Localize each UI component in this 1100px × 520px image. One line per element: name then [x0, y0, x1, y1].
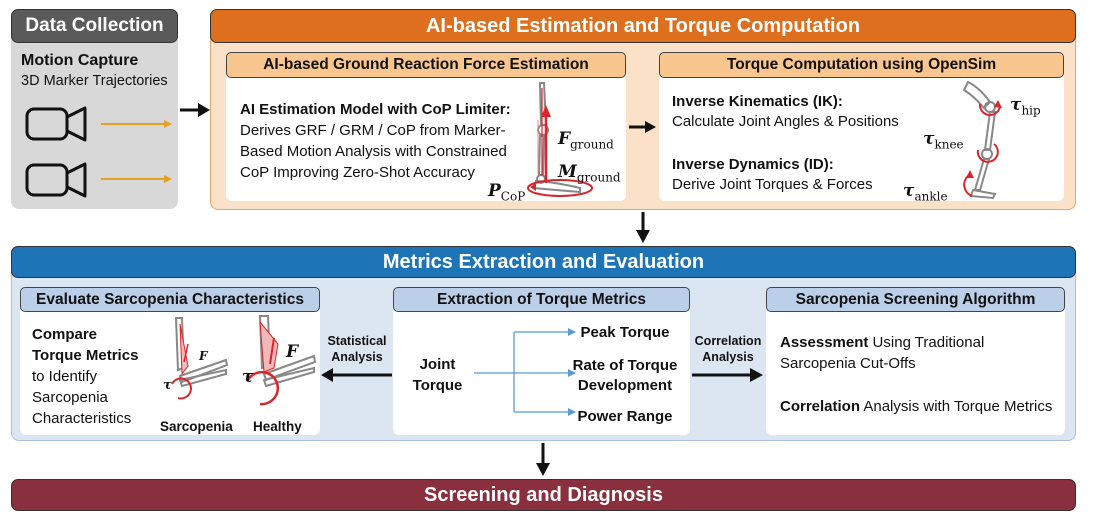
- evaluate-line3: to Identify: [32, 368, 98, 385]
- arrow-to-screening-diagnosis: [536, 443, 550, 476]
- moment-icon: [527, 179, 593, 197]
- rate-torque-line1: Rate of Torque: [572, 357, 678, 374]
- assessment-line2: Sarcopenia Cut-Offs: [780, 355, 916, 372]
- arrow-to-screening: [692, 368, 763, 382]
- screening-title: Sarcopenia Screening Algorithm: [766, 287, 1065, 312]
- evaluate-line4: Sarcopenia: [32, 389, 108, 406]
- p-cop-label: PCoP: [488, 181, 526, 204]
- model-desc-2: Based Motion Analysis with Constrained: [240, 143, 507, 160]
- statistical-line1: Statistical: [327, 334, 387, 348]
- evaluate-line2: Torque Metrics: [32, 347, 139, 364]
- tau-ankle-label: τankle: [903, 181, 948, 204]
- healthy-tau-label: τ: [242, 367, 254, 387]
- knee-torque-icon: [976, 143, 999, 163]
- model-desc-1: Derives GRF / GRM / CoP from Marker-: [240, 122, 506, 139]
- correlation-line1: Correlation: [694, 334, 762, 348]
- motion-capture-label: Motion Capture: [21, 52, 139, 69]
- force-arrow-icon: [269, 337, 275, 365]
- camera-icon-1: [25, 106, 87, 142]
- ik-title: Inverse Kinematics (IK):: [672, 93, 843, 110]
- estimation-title: AI-based Estimation and Torque Computati…: [210, 9, 1076, 43]
- rate-torque-line2: Development: [577, 377, 673, 394]
- camera-icons: [25, 106, 172, 198]
- screening-diagnosis-title: Screening and Diagnosis: [11, 479, 1076, 511]
- sarcopenia-leg-icon: [171, 317, 228, 400]
- tau-hip-label: τhip: [1010, 95, 1041, 118]
- id-desc: Derive Joint Torques & Forces: [672, 176, 873, 193]
- evaluate-line5: Characteristics: [32, 410, 132, 427]
- arrow-to-torque: [629, 121, 656, 133]
- tau-knee-label: τknee: [923, 129, 964, 152]
- healthy-f-label: F: [286, 342, 299, 362]
- arrow-to-evaluate: [321, 368, 392, 382]
- power-range-label: Power Range: [577, 408, 673, 425]
- m-ground-label: Mground: [558, 162, 621, 185]
- model-title: AI Estimation Model with CoP Limiter:: [240, 101, 511, 118]
- leg-skeleton-grf: [527, 82, 593, 197]
- extraction-title: Extraction of Torque Metrics: [393, 287, 690, 312]
- leg-skeleton-opensim: [962, 80, 1002, 200]
- camera-icon-2: [25, 162, 87, 198]
- metrics-title: Metrics Extraction and Evaluation: [11, 246, 1076, 278]
- evaluate-title: Evaluate Sarcopenia Characteristics: [20, 287, 320, 312]
- peak-torque-label: Peak Torque: [580, 324, 670, 341]
- id-title: Inverse Dynamics (ID):: [672, 156, 834, 173]
- force-arrow-icon: [183, 343, 189, 363]
- metric-branch-arrows: [474, 328, 576, 416]
- correlation-line2: Analysis: [702, 350, 754, 364]
- model-desc-3: CoP Improving Zero-Shot Accuracy: [240, 164, 475, 181]
- ik-desc: Calculate Joint Angles & Positions: [672, 113, 899, 130]
- statistical-line2: Analysis: [331, 350, 383, 364]
- ankle-torque-icon: [963, 175, 973, 197]
- grf-panel-title: AI-based Ground Reaction Force Estimatio…: [226, 52, 626, 78]
- sarcopenia-f-label: F: [199, 349, 208, 363]
- arrow-to-metrics: [636, 212, 650, 243]
- healthy-leg-icon: [246, 315, 317, 406]
- hip-torque-icon: [978, 103, 1001, 116]
- assessment-line1: Assessment Using Traditional: [780, 334, 985, 351]
- data-collection-title: Data Collection: [11, 9, 178, 43]
- torque-panel-title: Torque Computation using OpenSim: [659, 52, 1064, 78]
- arrow-to-estimation: [180, 103, 210, 117]
- evaluate-line1: Compare: [32, 326, 98, 343]
- correlation-metrics-line: Correlation Analysis with Torque Metrics: [780, 398, 1053, 415]
- sarcopenia-tau-label: τ: [163, 378, 172, 393]
- f-ground-label: Fground: [558, 129, 614, 152]
- joint-torque-line2: Torque: [412, 377, 463, 394]
- sarcopenia-label: Sarcopenia: [160, 419, 233, 434]
- joint-torque-line1: Joint: [419, 356, 456, 373]
- healthy-label: Healthy: [253, 419, 302, 434]
- trajectories-label: 3D Marker Trajectories: [21, 73, 168, 89]
